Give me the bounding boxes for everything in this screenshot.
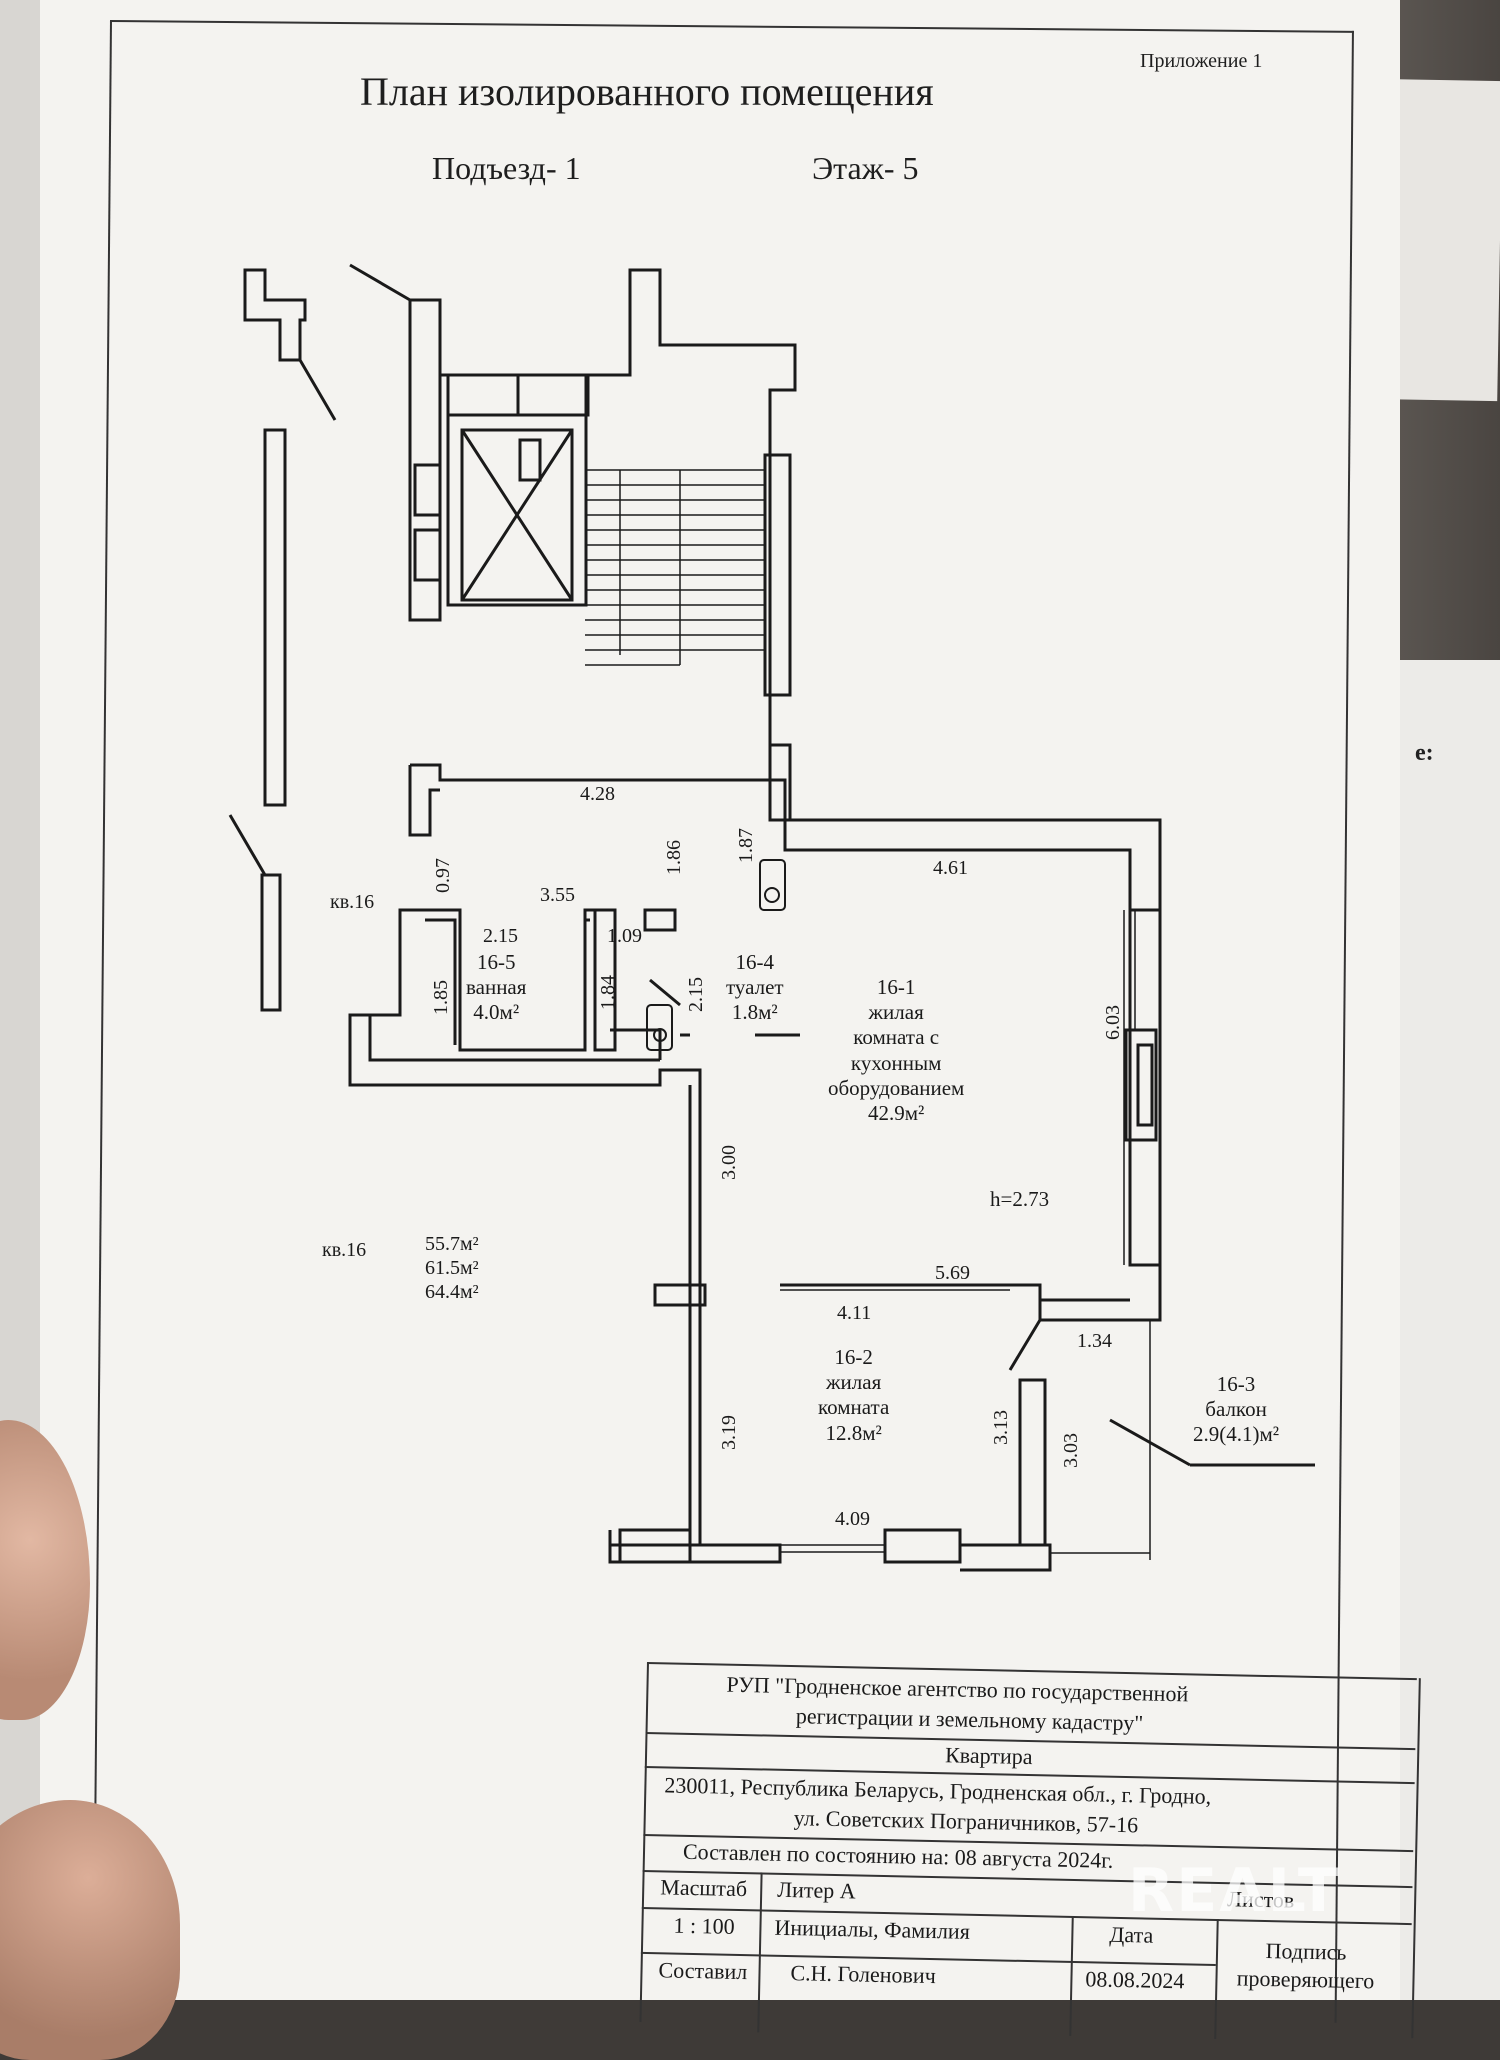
ceiling-height: h=2.73 [990, 1187, 1050, 1211]
dimension-label: 5.69 [935, 1262, 970, 1284]
dimension-label: 1.86 [663, 840, 685, 875]
initials-label: Инициалы, Фамилия [774, 1914, 971, 1944]
signature-label: Подпись проверяющего [1236, 1938, 1375, 1993]
room-16-2-label: 16-2 жилая комната 12.8м² [818, 1345, 890, 1445]
dimension-label: 1.34 [1077, 1330, 1112, 1352]
room-16-5-label: 16-5 ванная 4.0м² [466, 950, 527, 1025]
dimension-label: 6.03 [1102, 1005, 1124, 1040]
compiled-by: С.Н. Голенович [790, 1960, 937, 1989]
scale-value: 1 : 100 [673, 1912, 735, 1939]
watermark-logo: REALT [1128, 1856, 1341, 1926]
dimension-label: 2.15 [483, 925, 518, 947]
area-total: 55.7м² [425, 1233, 479, 1255]
compiled-date: 08.08.2024 [1085, 1966, 1185, 1994]
area-full: 64.4м² [425, 1281, 479, 1303]
appendix-label: Приложение 1 [1140, 50, 1263, 72]
room-16-4-label: 16-4 туалет 1.8м² [726, 950, 784, 1025]
title-block: РУП "Гродненское агентство по государств… [639, 1662, 1421, 2040]
dimension-label: 3.13 [990, 1410, 1012, 1445]
dimension-label: 4.11 [837, 1302, 872, 1324]
compiled-label: Составил [658, 1957, 748, 1985]
entrance-label: Подъезд- 1 [432, 150, 581, 186]
dimension-label: 3.19 [718, 1415, 740, 1450]
object-type: Квартира [944, 1742, 1033, 1770]
liter-label: Литер А [777, 1876, 856, 1904]
dimension-label: 1.84 [597, 975, 619, 1010]
room-16-3-label: 16-3 балкон 2.9(4.1)м² [1193, 1372, 1280, 1447]
dimension-label: 4.09 [835, 1508, 870, 1530]
dimension-label: 1.87 [735, 828, 757, 863]
apartment-label-bottom: кв.16 [322, 1239, 367, 1261]
dimension-label: 4.28 [580, 783, 615, 805]
dimension-label: 3.03 [1060, 1433, 1082, 1468]
dimension-label: 1.85 [430, 980, 452, 1015]
room-16-1-label: 16-1 жилая комната с кухонным оборудован… [828, 975, 965, 1125]
dimension-label: 3.00 [718, 1145, 740, 1180]
area-with-balcony: 61.5м² [425, 1257, 479, 1279]
dimension-label: 4.61 [933, 857, 968, 879]
background-sheet-2: е: [1385, 660, 1500, 2000]
page-title: План изолированного помещения [360, 69, 934, 114]
apartment-label-top: кв.16 [330, 891, 375, 913]
area-list: 55.7м² 61.5м² 64.4м² [425, 1232, 479, 1304]
floor-plan [228, 263, 1315, 1572]
dimension-label: 1.09 [607, 925, 642, 947]
dimension-label: 3.55 [540, 884, 575, 906]
dimension-label: 2.15 [685, 977, 707, 1012]
dimension-label: 0.97 [432, 858, 454, 893]
scale-label: Масштаб [660, 1874, 748, 1902]
floor-label: Этаж- 5 [812, 150, 919, 186]
document-page [40, 0, 1400, 2000]
